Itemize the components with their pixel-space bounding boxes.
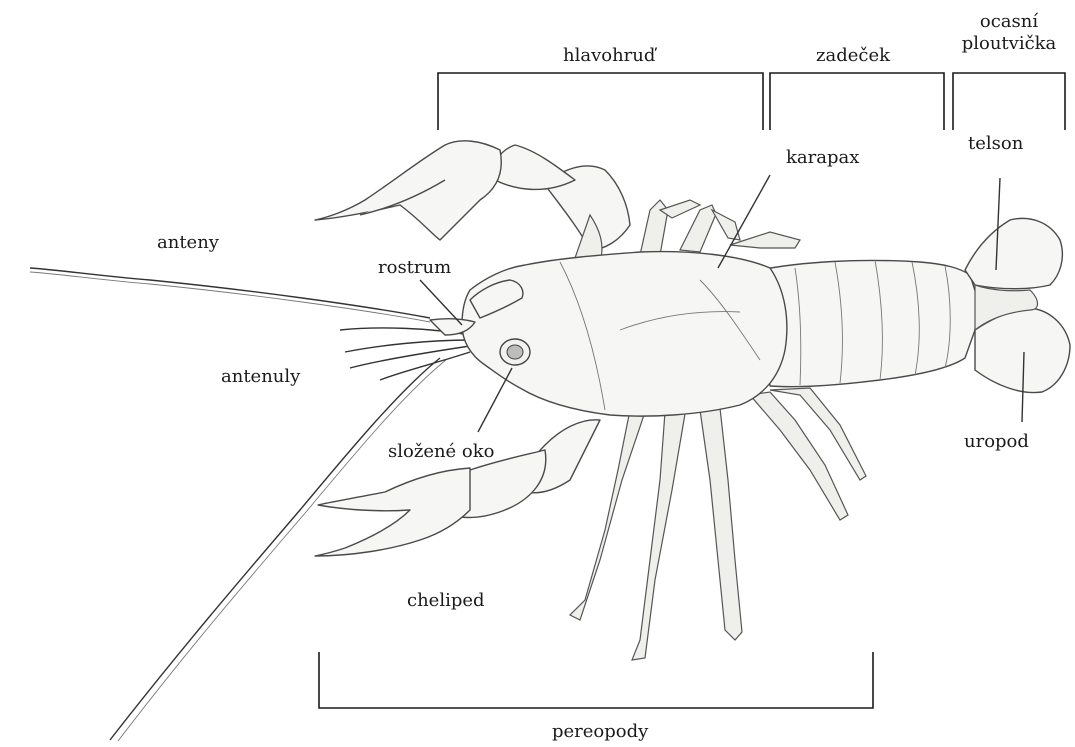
bracket-hlavohrud [438,73,763,130]
label-hlavohrud: hlavohruď [563,45,655,67]
compound-eye [500,339,530,365]
carapace-shell [462,252,787,417]
antenna-lower [110,358,440,740]
bracket-zadecek [770,73,944,130]
label-antenuly: antenuly [221,366,300,388]
tail-fan [965,218,1070,392]
label-telson: telson [968,133,1023,155]
abdomen-body [760,260,978,387]
label-ocasni: ocasní [945,11,1073,33]
label-karapax: karapax [786,147,859,169]
bracket-ocasni-ploutvicka [953,73,1065,130]
label-slozene-oko: složené oko [388,441,495,463]
label-zadecek: zadeček [816,45,890,67]
label-pereopody: pereopody [552,721,648,743]
label-cheliped: cheliped [407,590,485,612]
label-ploutvicka: ploutvička [945,33,1073,55]
label-anteny: anteny [157,232,219,254]
leader-slozene-oko [478,368,512,432]
cheliped-upper [315,141,630,267]
label-ocasni-ploutvicka: ocasní ploutvička [945,11,1073,55]
label-rostrum: rostrum [378,257,451,279]
bracket-pereopody [319,652,873,708]
label-uropod: uropod [964,431,1029,453]
